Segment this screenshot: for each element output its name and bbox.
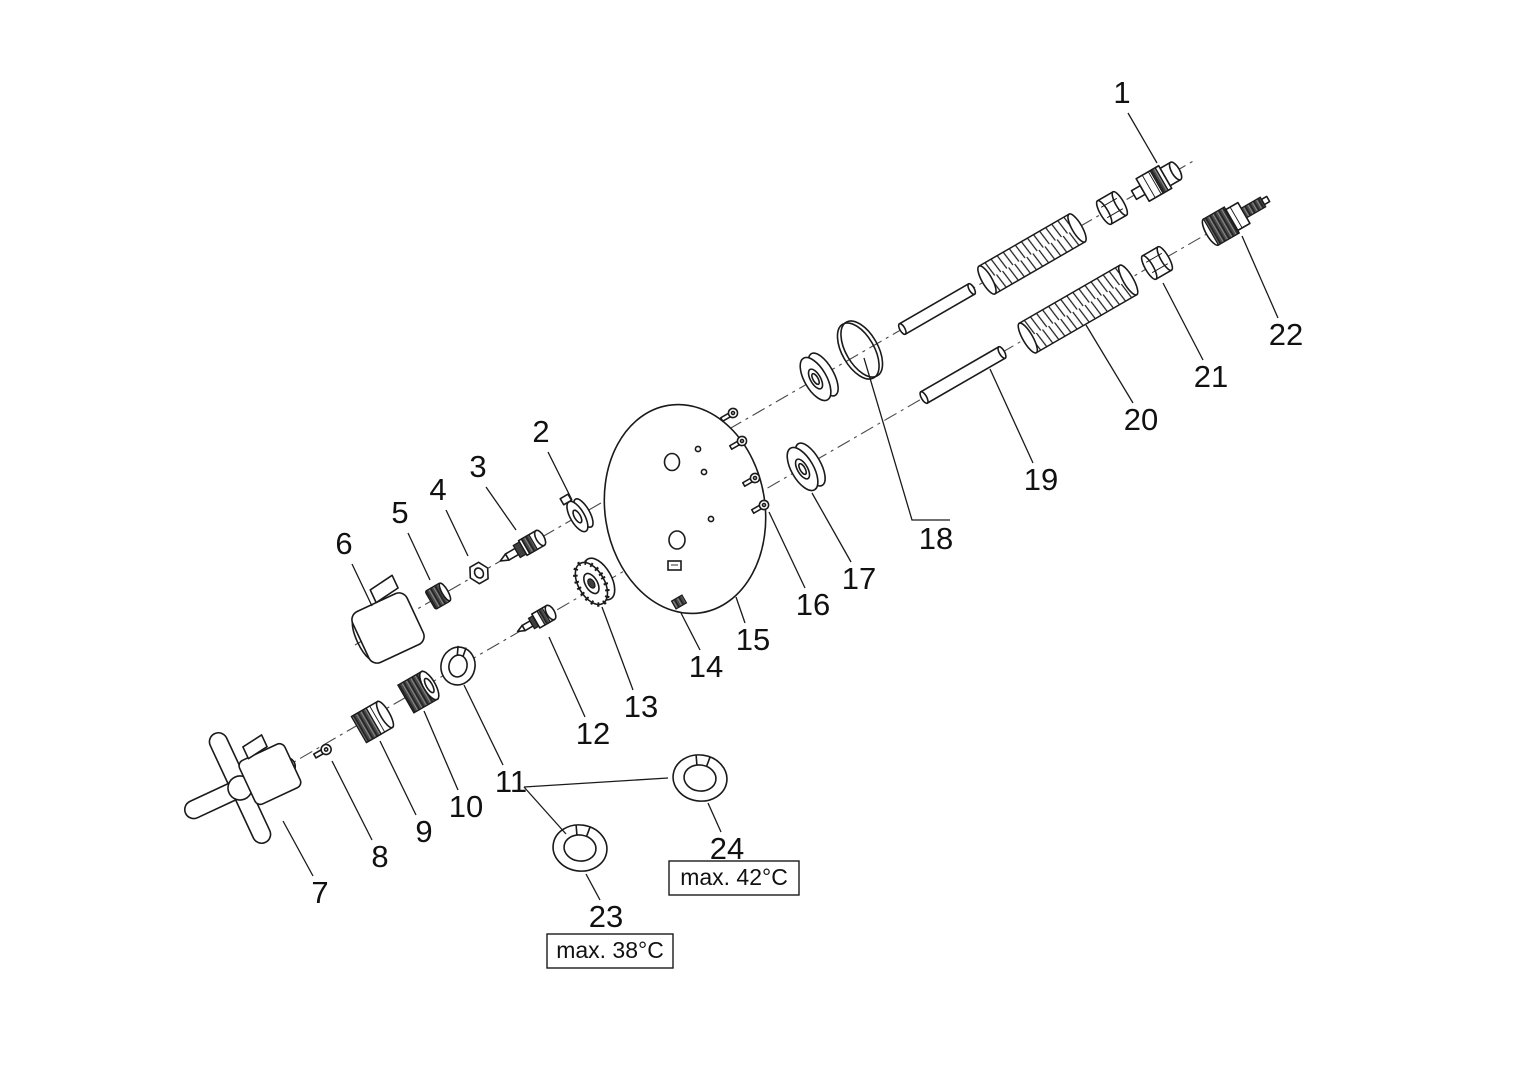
callout-1-label: 1 <box>1113 75 1130 110</box>
leader-2 <box>547 451 573 501</box>
leader-15 <box>735 596 746 624</box>
callout-12-label: 12 <box>576 716 610 751</box>
part-2-escutcheon <box>559 493 594 533</box>
leader-11 <box>463 684 504 766</box>
callout-20-label: 20 <box>1124 402 1158 437</box>
callout-5-label: 5 <box>391 495 408 530</box>
part-3-spindle <box>499 529 547 562</box>
callout-19-label: 19 <box>1024 462 1058 497</box>
leader-1 <box>1127 112 1158 164</box>
callout-9-label: 9 <box>415 814 432 849</box>
leader-18 <box>863 357 950 521</box>
leader-21 <box>1162 282 1204 361</box>
note-max-38-text: max. 38°C <box>556 937 664 963</box>
part-1-cartridge <box>1130 161 1183 203</box>
part-8-screw <box>312 743 332 759</box>
leader-10 <box>423 710 459 791</box>
part-16-screws <box>719 407 770 515</box>
part-10-knurled-nut <box>396 670 440 714</box>
callout-10-label: 10 <box>449 789 483 824</box>
callout-23-label: 23 <box>589 899 623 934</box>
callout-22-label: 22 <box>1269 317 1303 352</box>
callout-17-label: 17 <box>842 561 876 596</box>
escutcheon-upper <box>799 352 839 402</box>
callout-7-label: 7 <box>311 875 328 910</box>
part-18-o-ring <box>836 320 884 380</box>
part-21-nut <box>1140 245 1174 281</box>
callout-15-label: 15 <box>736 622 770 657</box>
part-6-handle <box>351 574 425 664</box>
part-12-spindle <box>516 604 557 633</box>
leader-5 <box>407 532 431 581</box>
part-19-tube <box>919 345 1007 405</box>
leader-14 <box>680 612 701 651</box>
leader-8 <box>331 760 373 841</box>
note-max-42-text: max. 42°C <box>680 864 788 890</box>
callout-4-label: 4 <box>429 472 446 507</box>
part-5-adapter <box>425 582 452 610</box>
leader-12 <box>548 636 586 718</box>
callout-18-label: 18 <box>919 521 953 556</box>
leader-13 <box>601 606 634 691</box>
leader-7 <box>282 820 314 877</box>
part-11-ring <box>440 645 476 686</box>
callout-2-label: 2 <box>532 414 549 449</box>
part-13-flange <box>573 557 616 607</box>
callout-8-label: 8 <box>371 839 388 874</box>
callout-3-label: 3 <box>469 449 486 484</box>
part-17-escutcheon <box>786 442 826 492</box>
callout-leaders <box>282 112 1279 901</box>
leader-24 <box>707 802 722 833</box>
leader-9 <box>379 740 417 816</box>
note-max-38-box <box>546 933 674 969</box>
leader-16 <box>768 511 806 589</box>
callout-14-label: 14 <box>689 649 723 684</box>
part-20-threaded-sleeve <box>1017 264 1139 354</box>
part-9-cap <box>350 700 395 744</box>
part-24-stop-ring <box>672 754 728 802</box>
part-22-cartridge <box>1201 195 1271 247</box>
leader-11-to-24 <box>523 777 669 788</box>
nut-upper <box>1095 190 1129 226</box>
part-7-cross-handle <box>183 731 302 845</box>
leader-6 <box>351 563 373 607</box>
callout-labels: 1 2 3 4 5 6 7 8 9 10 11 12 13 14 15 16 1… <box>311 75 1303 934</box>
callout-21-label: 21 <box>1194 359 1228 394</box>
callout-11-label: 11 <box>495 764 527 799</box>
callout-24-label: 24 <box>710 831 744 866</box>
part-23-stop-ring <box>552 824 608 872</box>
leader-11-to-23 <box>523 786 567 835</box>
sleeve-upper <box>977 213 1087 295</box>
part-15-cover-plate <box>603 403 767 615</box>
note-max-38: max. 38°C <box>546 933 674 969</box>
tube-upper <box>897 282 977 336</box>
leader-17 <box>811 492 852 563</box>
leader-3 <box>485 486 517 531</box>
callout-6-label: 6 <box>335 526 352 561</box>
leader-22 <box>1241 235 1279 319</box>
callout-16-label: 16 <box>796 587 830 622</box>
leader-4 <box>445 509 469 557</box>
callout-13-label: 13 <box>624 689 658 724</box>
part-4-nut <box>469 561 489 585</box>
note-max-42-box <box>668 860 800 896</box>
note-max-42: max. 42°C <box>668 860 800 896</box>
leader-20 <box>1085 324 1134 404</box>
leader-23 <box>585 873 601 901</box>
leader-19 <box>989 368 1034 464</box>
part-14-set-screw <box>670 594 688 610</box>
